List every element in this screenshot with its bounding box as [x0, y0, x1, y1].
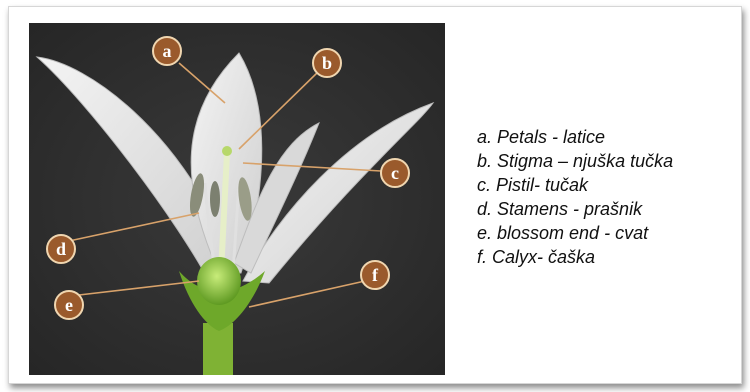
svg-text:e: e: [65, 295, 73, 315]
flower-illustration: a b c d e f: [29, 23, 445, 375]
ovary: [197, 257, 241, 305]
svg-text:a: a: [163, 41, 172, 61]
legend-item-stamens: d. Stamens - prašnik: [477, 197, 673, 221]
svg-text:b: b: [322, 53, 332, 73]
stem: [203, 323, 233, 375]
marker-e: e: [55, 291, 83, 319]
legend-item-calyx: f. Calyx- čaška: [477, 245, 673, 269]
svg-text:d: d: [56, 239, 66, 259]
legend-item-pistil: c. Pistil- tučak: [477, 173, 673, 197]
svg-text:f: f: [372, 265, 379, 285]
svg-text:c: c: [391, 163, 399, 183]
stigma: [222, 146, 232, 156]
marker-a: a: [153, 37, 181, 65]
legend-list: a. Petals - latice b. Stigma – njuška tu…: [477, 125, 673, 269]
marker-d: d: [47, 235, 75, 263]
legend-item-stigma: b. Stigma – njuška tučka: [477, 149, 673, 173]
legend-item-petals: a. Petals - latice: [477, 125, 673, 149]
figure-card: a b c d e f a. Petals: [8, 6, 742, 384]
legend-item-blossom-end: e. blossom end - cvat: [477, 221, 673, 245]
marker-f: f: [361, 261, 389, 289]
marker-c: c: [381, 159, 409, 187]
marker-b: b: [313, 49, 341, 77]
flower-photo: a b c d e f: [29, 23, 445, 375]
